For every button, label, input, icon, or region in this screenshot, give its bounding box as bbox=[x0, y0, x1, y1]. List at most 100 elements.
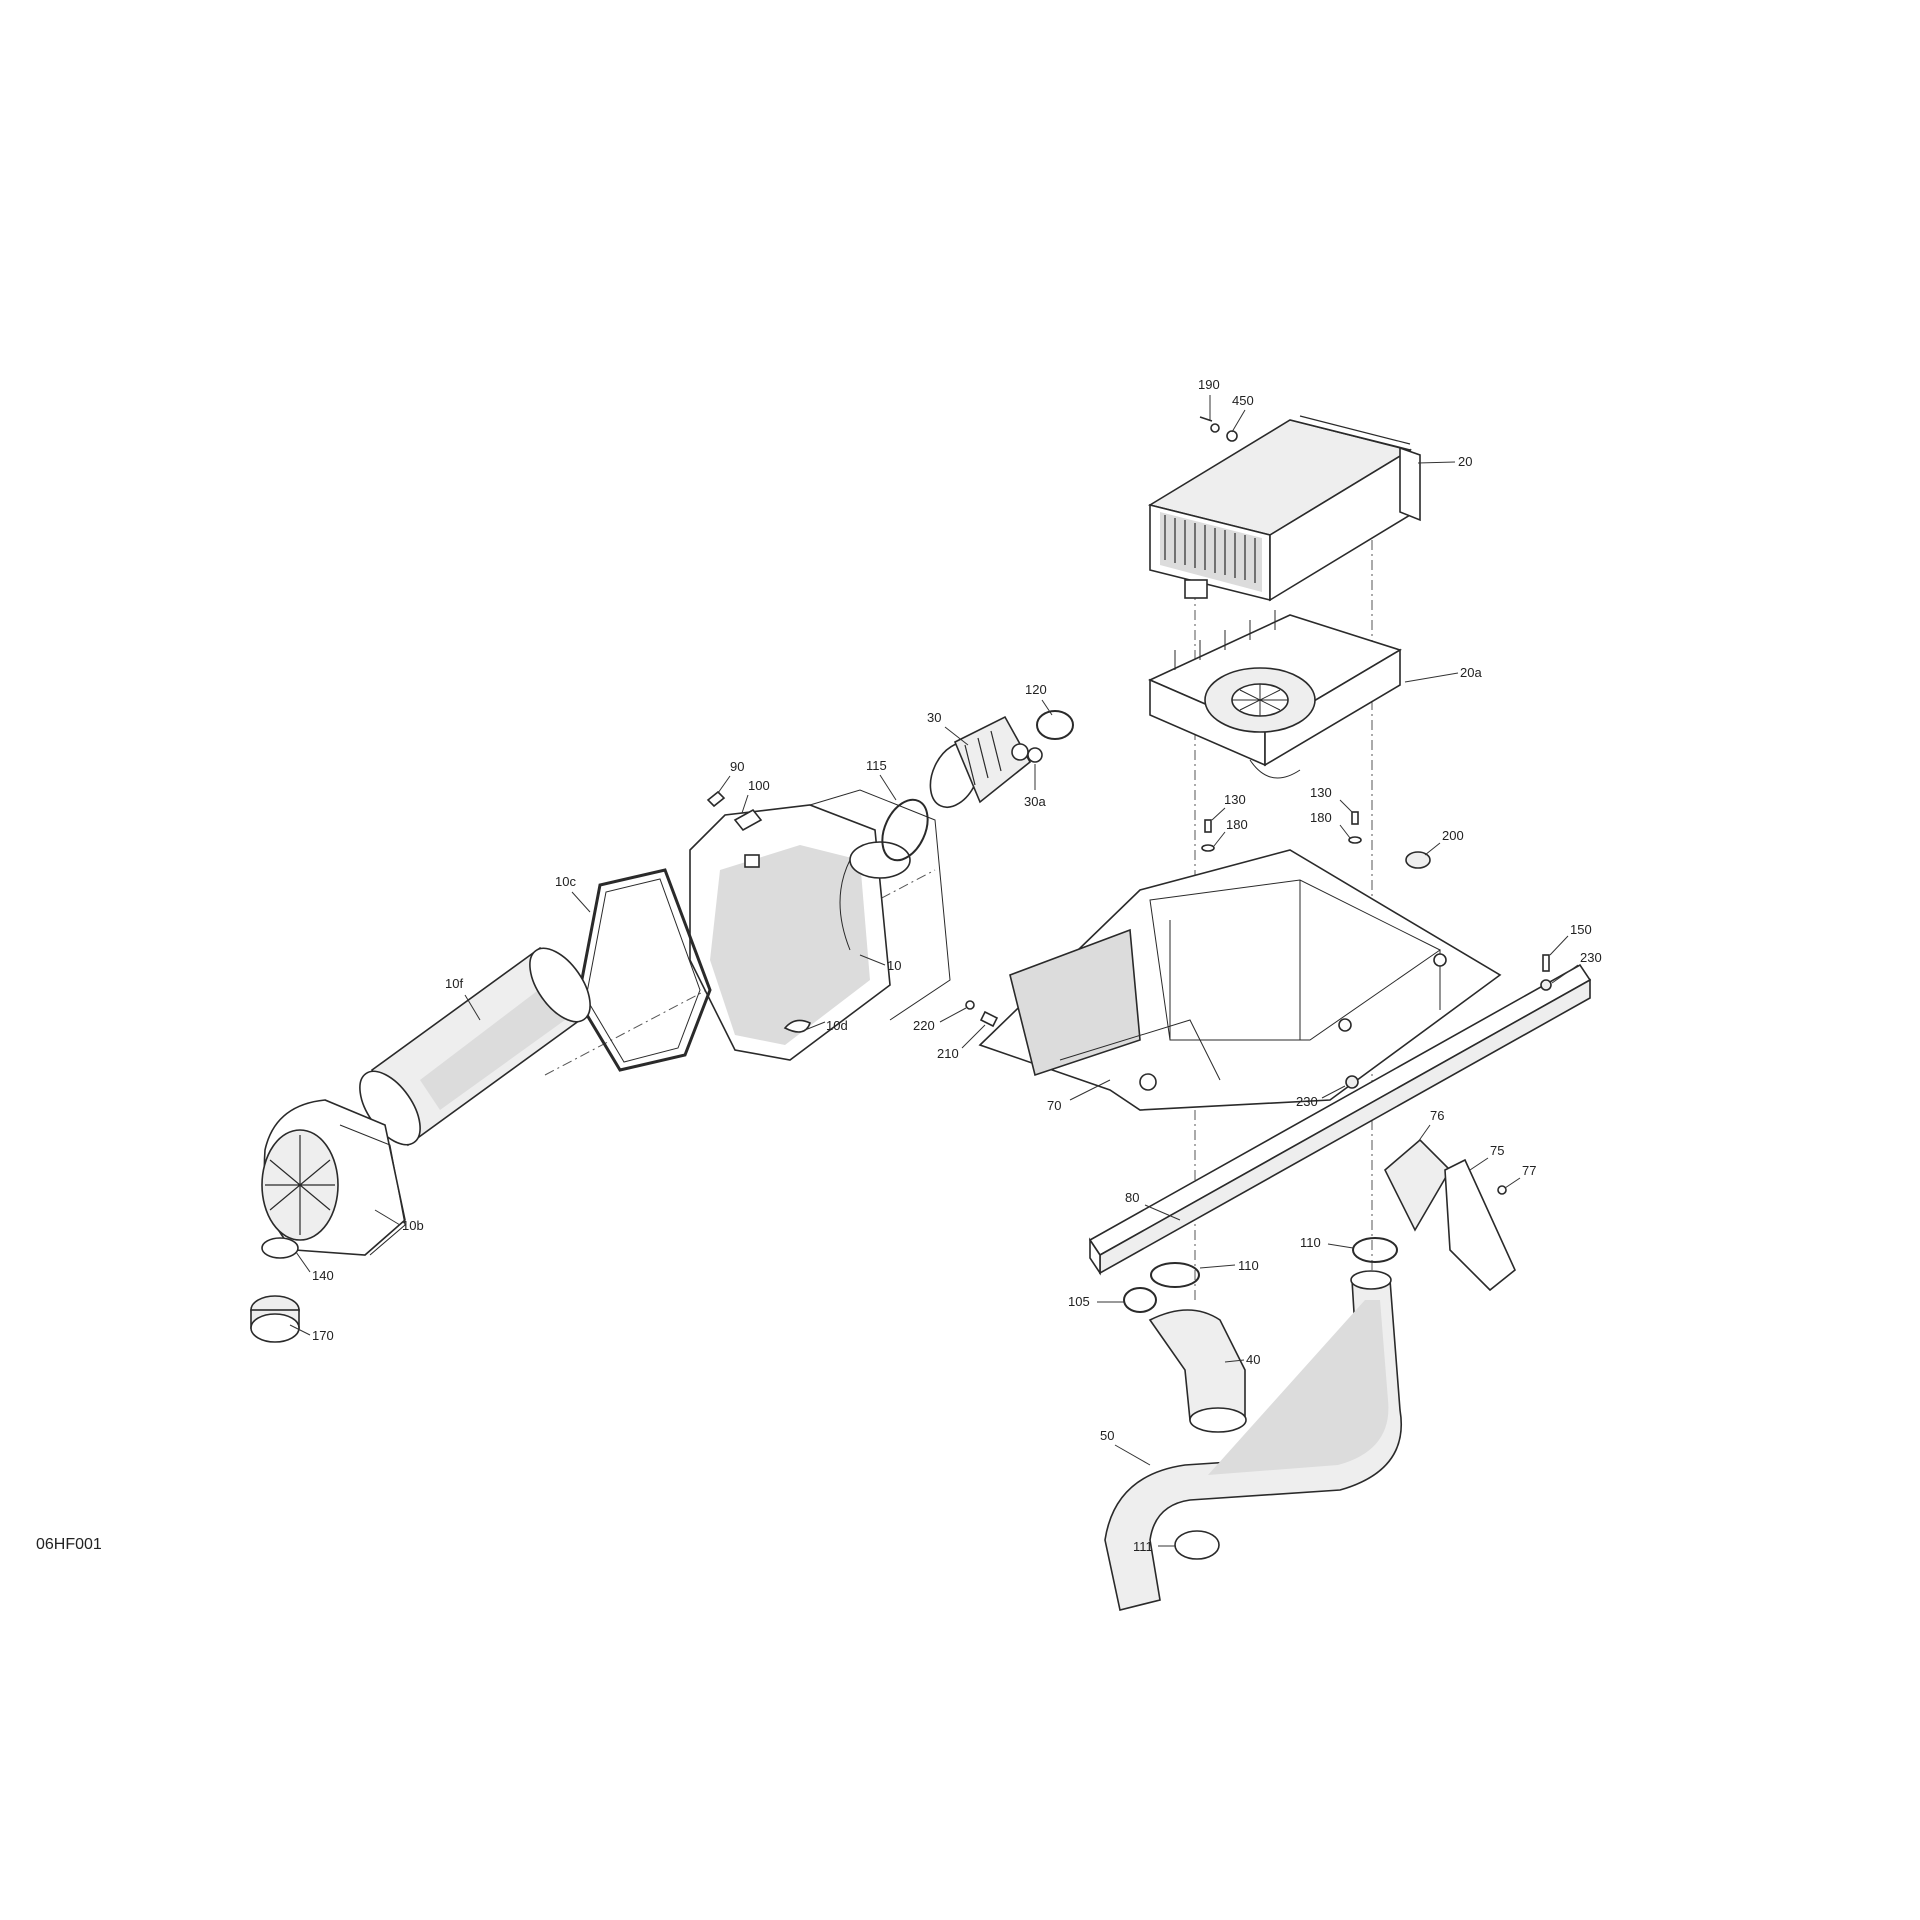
drawing-code-label: 06HF001 bbox=[36, 1536, 102, 1553]
bolt-part-150 bbox=[1542, 954, 1550, 972]
nut-part-30a bbox=[1027, 747, 1043, 763]
callout-200: 200 bbox=[1424, 828, 1464, 856]
callout-170: 170 bbox=[289, 1324, 334, 1343]
svg-text:70: 70 bbox=[1047, 1098, 1061, 1113]
callout-210: 210 bbox=[937, 1024, 986, 1061]
svg-text:40: 40 bbox=[1246, 1352, 1260, 1367]
callout-10f: 10f bbox=[445, 976, 481, 1021]
svg-text:120: 120 bbox=[1025, 682, 1047, 697]
svg-text:10d: 10d bbox=[826, 1018, 848, 1033]
clamp-part-111 bbox=[1174, 1530, 1220, 1560]
clamp-part-110-right bbox=[1352, 1237, 1398, 1263]
washer-part-180-right bbox=[1348, 836, 1362, 844]
callout-150: 150 bbox=[1549, 922, 1592, 956]
callout-111: 111 bbox=[1133, 1539, 1175, 1554]
callout-230-upper: 230 bbox=[1551, 950, 1602, 984]
svg-text:30a: 30a bbox=[1024, 794, 1046, 809]
bolt-part-90 bbox=[706, 790, 726, 808]
svg-text:220: 220 bbox=[913, 1018, 935, 1033]
hardware bbox=[250, 416, 1552, 1611]
callout-30: 30 bbox=[927, 710, 969, 746]
screw-part-220 bbox=[965, 1000, 975, 1010]
clip-part-10d bbox=[783, 1019, 811, 1033]
clamp-part-140 bbox=[261, 1237, 299, 1259]
callout-10d: 10d bbox=[804, 1018, 848, 1033]
svg-text:105: 105 bbox=[1068, 1294, 1090, 1309]
callout-230-lower: 230 bbox=[1296, 1085, 1346, 1109]
svg-text:10c: 10c bbox=[555, 874, 576, 889]
svg-text:80: 80 bbox=[1125, 1190, 1139, 1205]
svg-text:180: 180 bbox=[1310, 810, 1332, 825]
bolt-part-130-left bbox=[1204, 819, 1212, 833]
bolt-part-130-right bbox=[1351, 811, 1359, 825]
callout-450: 450 bbox=[1231, 393, 1254, 433]
callout-10b: 10b bbox=[374, 1209, 424, 1233]
callout-80: 80 bbox=[1125, 1190, 1181, 1221]
screw-part-77 bbox=[1497, 1185, 1507, 1195]
svg-text:230: 230 bbox=[1296, 1094, 1318, 1109]
hose-part-50 bbox=[1104, 1270, 1402, 1611]
callout-100: 100 bbox=[741, 778, 770, 814]
svg-text:76: 76 bbox=[1430, 1108, 1444, 1123]
svg-text:20a: 20a bbox=[1460, 665, 1482, 680]
svg-text:150: 150 bbox=[1570, 922, 1592, 937]
svg-text:130: 130 bbox=[1310, 785, 1332, 800]
svg-text:110: 110 bbox=[1300, 1235, 1321, 1250]
callout-77: 77 bbox=[1504, 1163, 1536, 1189]
gasket-part-10c bbox=[576, 868, 712, 1072]
callout-180-right: 180 bbox=[1310, 810, 1351, 839]
svg-text:130: 130 bbox=[1224, 792, 1246, 807]
callout-75: 75 bbox=[1469, 1143, 1504, 1171]
svg-text:10f: 10f bbox=[445, 976, 463, 991]
svg-text:10: 10 bbox=[887, 958, 901, 973]
nut-part-230-upper bbox=[1540, 979, 1552, 991]
svg-text:140: 140 bbox=[312, 1268, 334, 1283]
rail-part-80 bbox=[1088, 963, 1592, 1276]
callout-190: 190 bbox=[1198, 377, 1220, 420]
washer-part-180-left bbox=[1201, 844, 1215, 852]
bracket-part-75 bbox=[1444, 1158, 1516, 1292]
fan-shroud-part-20a bbox=[1148, 610, 1402, 779]
coupler-part-170 bbox=[250, 1295, 300, 1343]
callout-130-right: 130 bbox=[1310, 785, 1353, 813]
callout-40: 40 bbox=[1224, 1352, 1260, 1367]
intake-cover-part-10b bbox=[261, 1099, 406, 1256]
support-tray-part-70 bbox=[978, 849, 1502, 1111]
clamp-part-120 bbox=[1036, 710, 1074, 740]
svg-text:200: 200 bbox=[1442, 828, 1464, 843]
callout-90: 90 bbox=[717, 759, 744, 794]
filter-part-10f bbox=[359, 946, 591, 1147]
svg-text:50: 50 bbox=[1100, 1428, 1114, 1443]
svg-text:110: 110 bbox=[1238, 1258, 1259, 1273]
washer-part-450 bbox=[1226, 430, 1238, 442]
svg-text:450: 450 bbox=[1232, 393, 1254, 408]
svg-text:170: 170 bbox=[312, 1328, 334, 1343]
callout-180-left: 180 bbox=[1213, 817, 1248, 847]
callout-20a: 20a bbox=[1404, 665, 1482, 683]
callout-120: 120 bbox=[1025, 682, 1053, 716]
svg-text:111: 111 bbox=[1133, 1539, 1153, 1554]
intercooler-part-20 bbox=[1147, 415, 1421, 602]
callout-110-left: 110 bbox=[1199, 1258, 1259, 1273]
svg-text:90: 90 bbox=[730, 759, 744, 774]
svg-text:230: 230 bbox=[1580, 950, 1602, 965]
duct-part-30 bbox=[929, 715, 1032, 808]
callout-110-right: 110 bbox=[1300, 1235, 1354, 1250]
callout-105: 105 bbox=[1068, 1294, 1124, 1309]
callout-labels: 190 450 20 20a 120 30 30a 115 bbox=[289, 377, 1602, 1554]
callout-30a: 30a bbox=[1024, 764, 1046, 809]
callout-130-left: 130 bbox=[1211, 792, 1246, 821]
clamp-part-105 bbox=[1123, 1287, 1157, 1313]
callout-20: 20 bbox=[1417, 454, 1472, 469]
clamp-part-110-left bbox=[1150, 1262, 1200, 1288]
svg-text:20: 20 bbox=[1458, 454, 1472, 469]
callout-10: 10 bbox=[859, 954, 901, 973]
callout-50: 50 bbox=[1100, 1428, 1151, 1466]
bracket-part-210 bbox=[979, 1010, 999, 1028]
callout-76: 76 bbox=[1417, 1108, 1444, 1143]
callout-70: 70 bbox=[1047, 1079, 1111, 1113]
airbox-part-10 bbox=[689, 789, 951, 1061]
svg-text:180: 180 bbox=[1226, 817, 1248, 832]
